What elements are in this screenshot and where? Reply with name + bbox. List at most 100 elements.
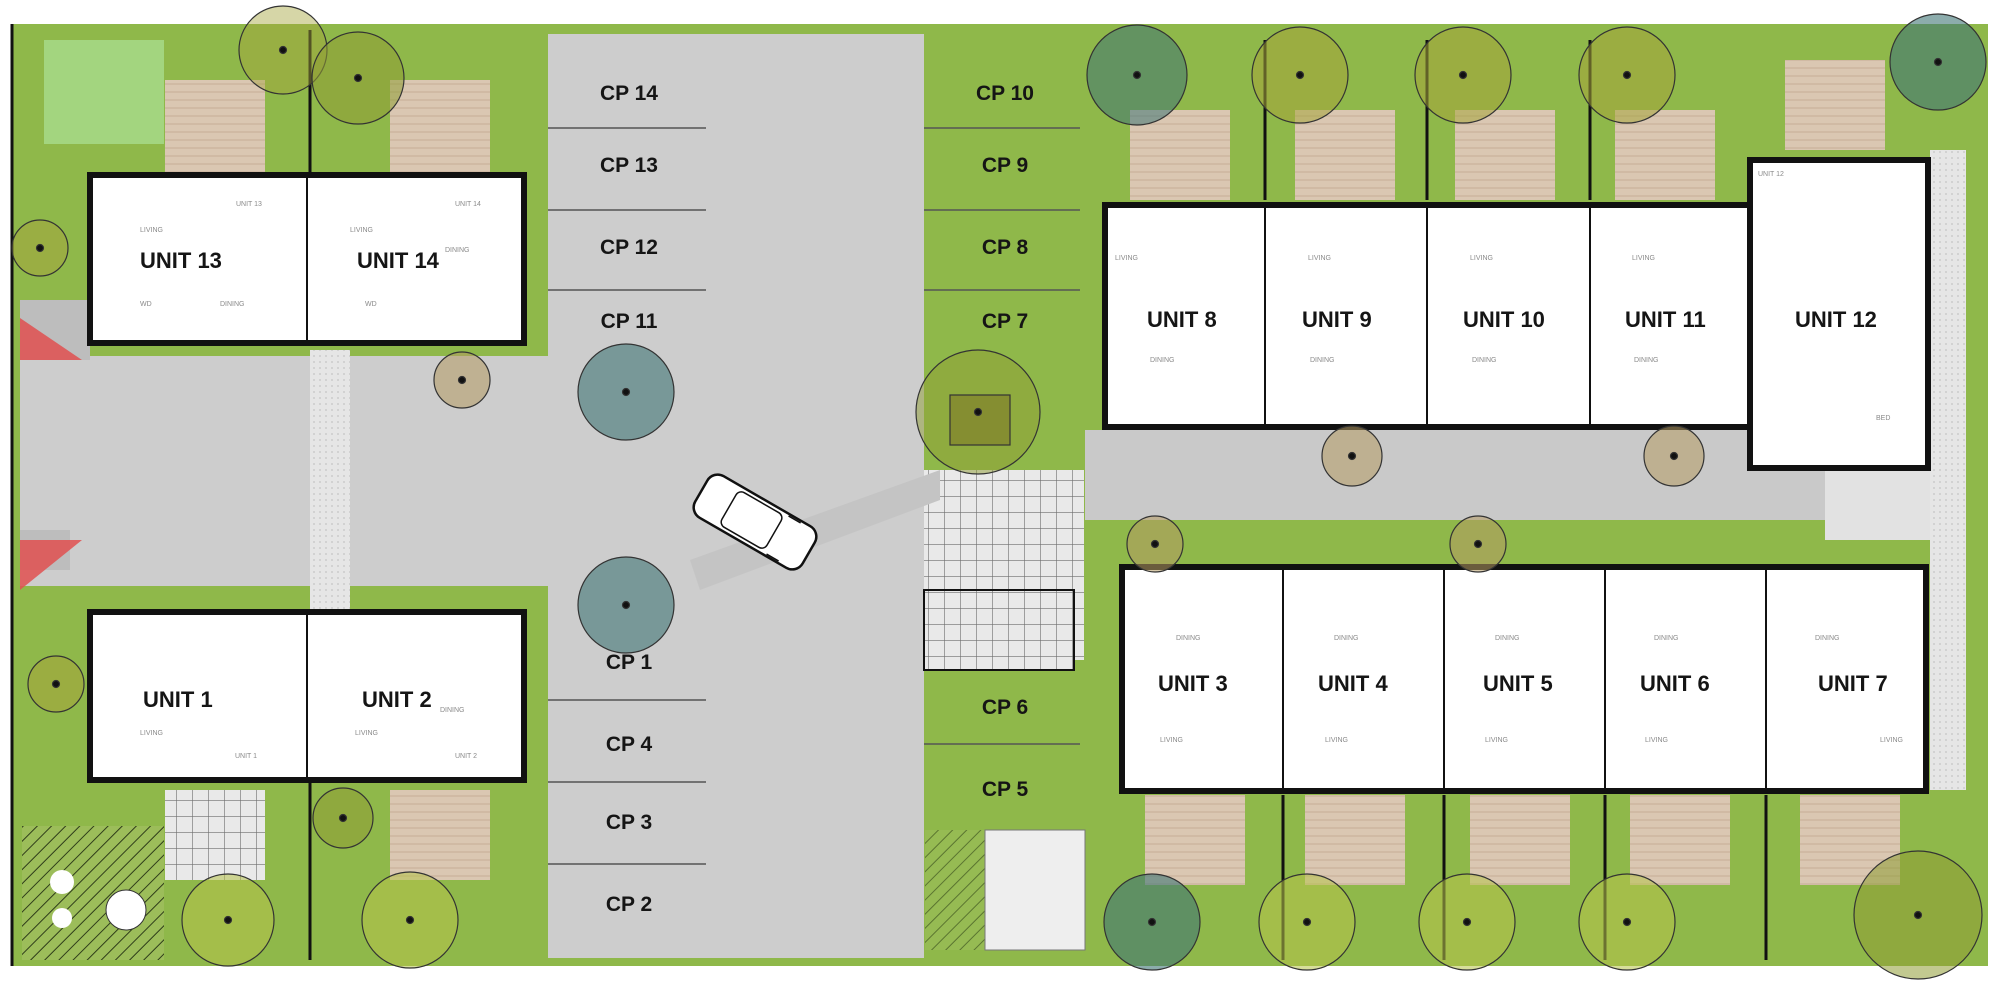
room-label: LIVING: [350, 227, 373, 234]
tree-icon: [181, 873, 275, 967]
unit-label-10: UNIT 10: [1463, 307, 1545, 332]
parking-bay-lines: [548, 127, 1080, 865]
room-label: LIVING: [1645, 737, 1668, 744]
room-label: WD: [140, 301, 152, 308]
room-label: UNIT 14: [455, 201, 481, 208]
unit-label-8: UNIT 8: [1147, 307, 1217, 332]
car-park-label: CP 13: [600, 154, 658, 177]
car-park-label: CP 12: [600, 236, 658, 259]
stepping-stone: [52, 908, 72, 928]
tree-icon: [1449, 515, 1507, 573]
tree-icon: [1578, 26, 1676, 124]
unit-label-7: UNIT 7: [1818, 671, 1888, 696]
tree-icon: [11, 219, 69, 277]
room-label: LIVING: [1160, 737, 1183, 744]
room-label: DINING: [1150, 357, 1175, 364]
unit-label-6: UNIT 6: [1640, 671, 1710, 696]
room-label: LIVING: [1115, 255, 1138, 262]
tree-icon: [1126, 515, 1184, 573]
unit-label-4: UNIT 4: [1318, 671, 1388, 696]
room-label: LIVING: [1485, 737, 1508, 744]
room-label: DINING: [440, 707, 465, 714]
trees: [11, 5, 1987, 980]
room-label: LIVING: [1470, 255, 1493, 262]
tree-icon: [1643, 425, 1705, 487]
room-label: WD: [365, 301, 377, 308]
room-label: UNIT 1: [235, 753, 257, 760]
tree-icon: [312, 787, 374, 849]
tree-icon: [1418, 873, 1516, 971]
lawn-area: [44, 40, 164, 144]
room-label: LIVING: [1325, 737, 1348, 744]
car-park-label: CP 3: [606, 811, 652, 834]
tree-icon: [1258, 873, 1356, 971]
tree-icon: [1578, 873, 1676, 971]
room-label: UNIT 2: [455, 753, 477, 760]
tree-icon: [1853, 850, 1983, 980]
stepping-stone: [105, 889, 147, 931]
tree-icon: [577, 556, 675, 654]
car-park-label: CP 10: [976, 82, 1034, 105]
tree-icon: [27, 655, 85, 713]
car-park-labels: CP 14 CP 13 CP 12 CP 11 CP 10 CP 9 CP 8 …: [600, 82, 1034, 916]
unit-label-1: UNIT 1: [143, 687, 213, 712]
timber-decks: [165, 60, 1900, 885]
tree-icon: [1086, 24, 1188, 126]
tree-icon: [1251, 26, 1349, 124]
tree-icon: [361, 871, 459, 969]
car-park-label: CP 8: [982, 236, 1029, 259]
tree-icon: [433, 351, 491, 409]
tree-icon: [577, 343, 675, 441]
car-park-label: CP 4: [606, 733, 653, 756]
unit-label-9: UNIT 9: [1302, 307, 1372, 332]
tree-icon: [1889, 13, 1987, 111]
stepping-stone: [50, 870, 74, 894]
room-label: LIVING: [1880, 737, 1903, 744]
unit-label-14: UNIT 14: [357, 248, 440, 273]
tree-icon: [1321, 425, 1383, 487]
room-label: LIVING: [1632, 255, 1655, 262]
tree-icon: [311, 31, 405, 125]
unit-label-11: UNIT 11: [1625, 307, 1706, 332]
room-label: LIVING: [140, 730, 163, 737]
unit-label-12: UNIT 12: [1795, 307, 1877, 332]
room-label: UNIT 13: [236, 201, 262, 208]
unit-label-13: UNIT 13: [140, 248, 222, 273]
room-label: DINING: [1654, 635, 1679, 642]
car-park-label: CP 5: [982, 778, 1029, 801]
buildings: [87, 157, 1931, 794]
car-park-label: CP 11: [601, 310, 658, 333]
room-label: DINING: [1472, 357, 1497, 364]
room-label: DINING: [1495, 635, 1520, 642]
sightline-triangle: [20, 540, 82, 590]
car-park-label: CP 9: [982, 154, 1028, 177]
unit-label-2: UNIT 2: [362, 687, 432, 712]
tree-icon: [1103, 873, 1201, 971]
room-label: LIVING: [1308, 255, 1331, 262]
room-label: DINING: [445, 247, 470, 254]
room-label: DINING: [1815, 635, 1840, 642]
room-label: LIVING: [355, 730, 378, 737]
block-unit-3-7: [1119, 564, 1929, 794]
room-label: UNIT 12: [1758, 171, 1784, 178]
car-park-label: CP 1: [606, 651, 653, 674]
block-unit-12: [1747, 157, 1931, 471]
unit-labels: UNIT 13 UNIT 14 UNIT 1 UNIT 2 UNIT 8 UNI…: [140, 248, 1888, 712]
car-park-label: CP 14: [600, 82, 658, 105]
room-labels: LIVING UNIT 13 WD DINING LIVING UNIT 14 …: [140, 171, 1903, 760]
room-label: BED: [1876, 415, 1890, 422]
car-icon: [692, 473, 818, 571]
car-park-label: CP 2: [606, 893, 652, 916]
tree-icon: [915, 349, 1041, 475]
room-label: DINING: [1634, 357, 1659, 364]
car-park-label: CP 6: [982, 696, 1028, 719]
room-label: LIVING: [140, 227, 163, 234]
room-label: DINING: [220, 301, 245, 308]
garden-bed: [22, 826, 164, 960]
room-label: DINING: [1176, 635, 1201, 642]
room-label: DINING: [1334, 635, 1359, 642]
car-park-label: CP 7: [982, 310, 1028, 333]
unit-label-5: UNIT 5: [1483, 671, 1553, 696]
room-label: DINING: [1310, 357, 1335, 364]
